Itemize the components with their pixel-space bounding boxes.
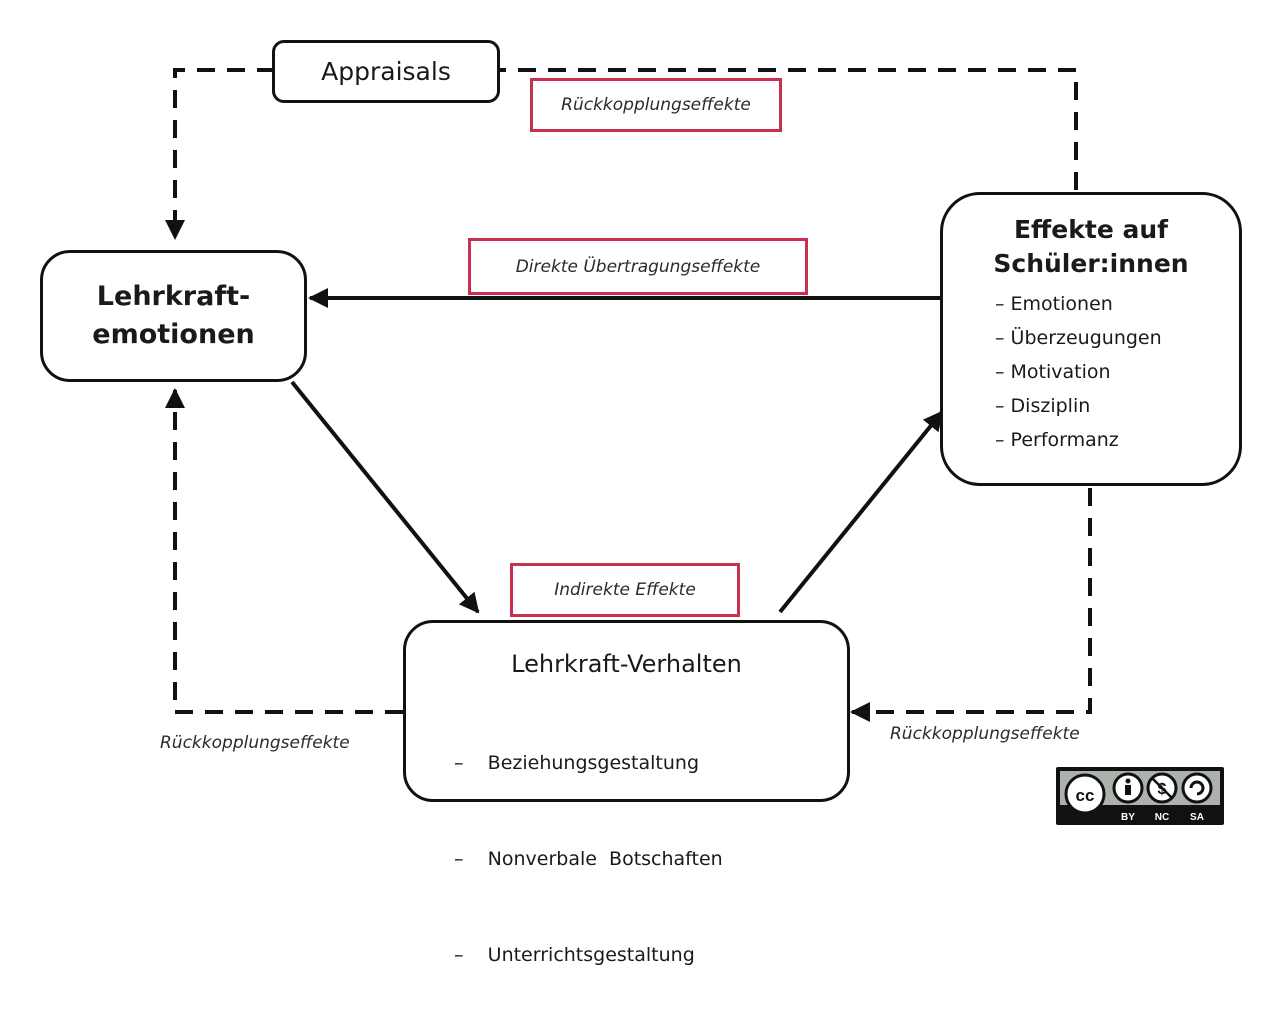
- sa-text: SA: [1190, 812, 1204, 823]
- feedback-left-label: Rückkopplungseffekte: [160, 733, 350, 753]
- connector-layer: [0, 68, 1092, 722]
- indirect-effects-label: Indirekte Effekte: [554, 580, 696, 600]
- nc-text: NC: [1155, 812, 1169, 823]
- list-item: – Nonverbale Botschaften: [454, 848, 723, 870]
- teacher-emotions-box: Lehrkraft- emotionen: [40, 250, 307, 382]
- cc-icon: [1064, 773, 1106, 815]
- appraisals-label: Appraisals: [321, 57, 451, 86]
- cc-text: cc: [1076, 786, 1095, 805]
- list-item: – Performanz: [995, 429, 1119, 451]
- indirect-effects-label-box: Indirekte Effekte: [510, 563, 740, 617]
- list-item: – Motivation: [995, 361, 1111, 383]
- student-effects-box: Effekte auf Schüler:innen – Emotionen – …: [940, 192, 1242, 486]
- feedback-top-label-box: Rückkopplungseffekte: [530, 78, 782, 132]
- list-item: – Disziplin: [995, 395, 1091, 417]
- feedback-loop-top: [175, 68, 1078, 238]
- cc-license-badge: cc $ BY NC SA: [1056, 767, 1224, 825]
- feedback-loop-right: [850, 488, 1092, 722]
- list-item: – Beziehungsgestaltung: [454, 752, 700, 774]
- direct-transfer-label-box: Direkte Übertragungseffekte: [468, 238, 808, 295]
- teacher-behavior-list: – Beziehungsgestaltung – Nonverbale Bots…: [454, 683, 847, 1035]
- appraisals-box: Appraisals: [272, 40, 500, 103]
- teacher-emotions-line2: emotionen: [92, 319, 255, 350]
- list-item: – Unterrichtsgestaltung: [454, 944, 695, 966]
- feedback-top-label: Rückkopplungseffekte: [561, 95, 751, 115]
- feedback-right-label: Rückkopplungseffekte: [890, 724, 1080, 744]
- student-effects-title-line1: Effekte auf: [1013, 215, 1169, 244]
- student-effects-list: – Emotionen – Überzeugungen – Motivation…: [995, 287, 1239, 457]
- indirect-arrow-down: [290, 380, 480, 614]
- student-effects-title-line2: Schüler:innen: [993, 249, 1189, 278]
- list-item: – Emotionen: [995, 293, 1113, 315]
- sa-icon: [1181, 772, 1213, 804]
- direct-transfer-label: Direkte Übertragungseffekte: [515, 256, 761, 277]
- teacher-behavior-box: Lehrkraft-Verhalten – Beziehungsgestaltu…: [403, 620, 850, 966]
- by-text: BY: [1121, 812, 1135, 823]
- teacher-behavior-title: Lehrkraft-Verhalten: [511, 650, 742, 678]
- feedback-loop-left: [165, 388, 403, 714]
- teacher-emotions-line1: Lehrkraft-: [96, 281, 251, 312]
- list-item: – Überzeugungen: [995, 327, 1162, 349]
- indirect-arrow-up: [778, 410, 944, 614]
